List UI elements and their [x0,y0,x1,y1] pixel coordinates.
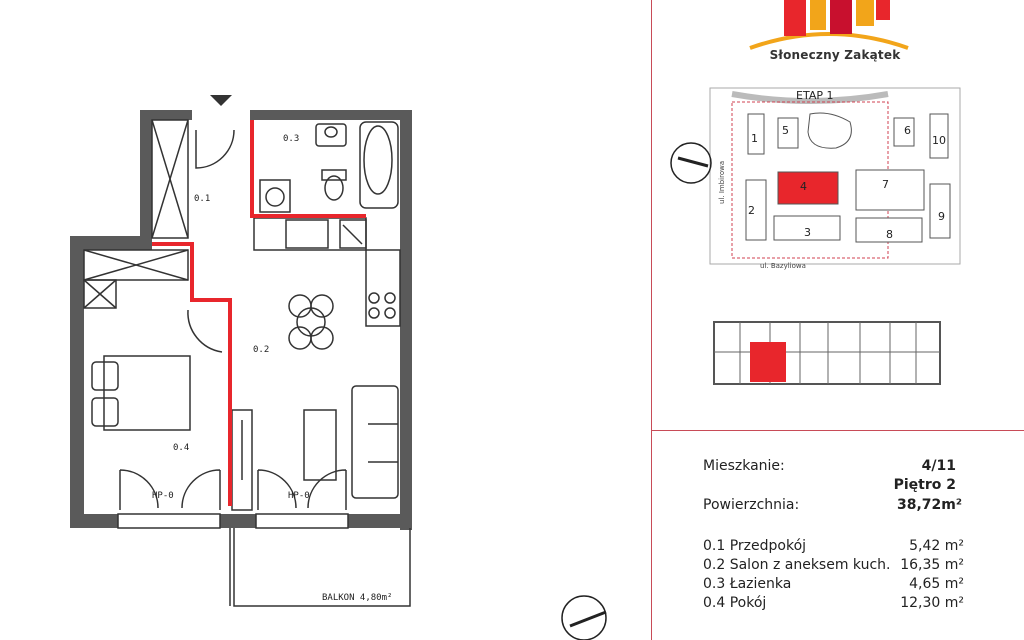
site-map: ETAP 1 1 5 6 10 4 7 2 9 3 8 ul. Bazyliow… [709,87,961,270]
building-label: 9 [938,210,945,223]
hp-label-right: HP-0 [288,491,310,501]
building-label: 10 [932,134,946,147]
room-area: 4,65 m² [909,576,964,592]
building-label: 7 [882,178,889,191]
brand-logo-icon [749,0,909,50]
street-label: ul. Bazyliowa [760,262,806,270]
building-label: 8 [886,228,893,241]
floor-plan: 0.3 0.1 0.2 0.4 HP-0 HP-0 BALKON 4,80m² [70,95,607,640]
building-label: 1 [751,132,758,145]
room-label-03: 0.3 [283,134,299,144]
panel-divider-horizontal [651,430,1024,431]
room-label-01: 0.1 [194,194,210,204]
building-label: 3 [804,226,811,239]
room-area: 5,42 m² [909,538,964,554]
floor-key-plan [713,321,941,385]
plan-interior-walls [83,119,411,607]
building-label: 5 [782,124,789,137]
street-label: ul. Imbirowa [718,161,726,204]
apartment-label: Mieszkanie: [703,458,785,474]
room-area: 12,30 m² [900,595,964,611]
entrance-arrow-icon [210,95,232,106]
area-value: 38,72m² [896,497,962,513]
compass-icon-bottom [561,595,607,640]
compass-icon-top [670,142,712,184]
room-name: 0.3 Łazienka [703,576,792,592]
room-name: 0.4 Pokój [703,595,767,611]
plan-highlight-walls [152,120,366,506]
floor-value: Piętro 2 [893,477,956,493]
room-name: 0.1 Przedpokój [703,538,807,554]
room-label-04: 0.4 [173,443,189,453]
building-label-highlighted: 4 [800,180,807,193]
balcony-label: BALKON 4,80m² [322,593,392,603]
panel-divider-vertical [651,0,652,640]
room-area: 16,35 m² [900,557,964,573]
hp-label-left: HP-0 [152,491,174,501]
brand-name: Słoneczny Zakątek [769,48,901,62]
building-label: 6 [904,124,911,137]
area-label: Powierzchnia: [703,497,800,513]
room-name: 0.2 Salon z aneksem kuch. [703,557,891,573]
room-label-02: 0.2 [253,345,269,355]
building-label: 2 [748,204,755,217]
apartment-value: 4/11 [921,458,956,474]
etap-label: ETAP 1 [796,89,833,102]
